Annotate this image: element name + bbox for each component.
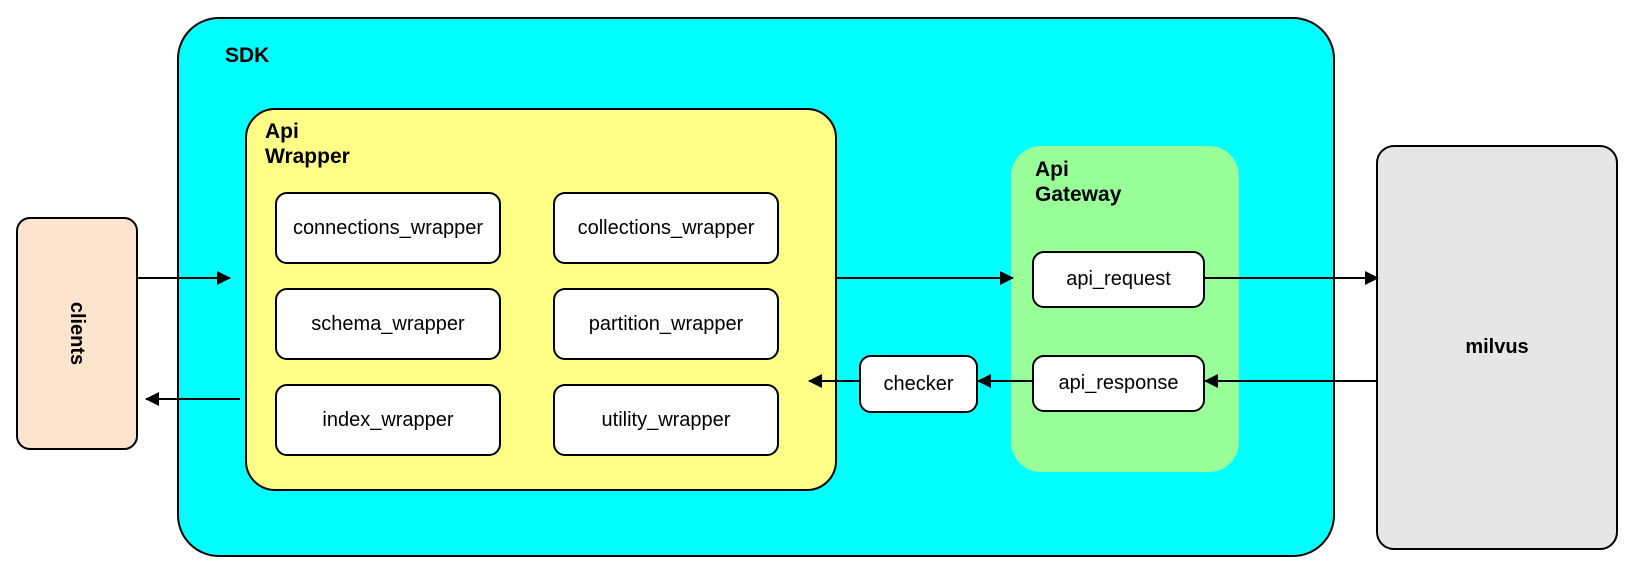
- checker-label: checker: [883, 372, 954, 395]
- edge-milvus-to-api-response: [1204, 374, 1377, 388]
- edge-api-response-to-checker: [977, 374, 1034, 388]
- module-label: collections_wrapper: [577, 216, 755, 239]
- module-api-response[interactable]: api_response: [1032, 355, 1205, 412]
- module-label: index_wrapper: [322, 408, 454, 431]
- milvus-label: milvus: [1465, 336, 1529, 358]
- module-api-request[interactable]: api_request: [1032, 251, 1205, 308]
- edge-api-wrapper-to-api-gateway: [837, 271, 1014, 285]
- edge-api-request-to-milvus: [1205, 271, 1379, 285]
- module-label: utility_wrapper: [601, 408, 731, 431]
- api-gateway-label: Api Gateway: [1035, 158, 1122, 206]
- checker-node[interactable]: checker: [859, 355, 978, 413]
- module-label: connections_wrapper: [292, 216, 484, 239]
- clients-node[interactable]: clients: [16, 217, 138, 450]
- edge-api-wrapper-to-clients: [145, 392, 240, 406]
- module-partition-wrapper[interactable]: partition_wrapper: [553, 288, 779, 360]
- module-label: partition_wrapper: [588, 312, 744, 335]
- module-index-wrapper[interactable]: index_wrapper: [275, 384, 501, 456]
- module-label: api_request: [1066, 268, 1171, 290]
- module-collections-wrapper[interactable]: collections_wrapper: [553, 192, 779, 264]
- module-label: schema_wrapper: [311, 312, 465, 335]
- module-connections-wrapper[interactable]: connections_wrapper: [275, 192, 501, 264]
- milvus-node[interactable]: milvus: [1376, 145, 1618, 550]
- module-utility-wrapper[interactable]: utility_wrapper: [553, 384, 779, 456]
- api-gateway-container[interactable]: Api Gateway: [1011, 146, 1239, 472]
- edge-checker-to-api-wrapper: [808, 374, 861, 388]
- edge-clients-to-api-wrapper: [138, 271, 231, 285]
- module-label: api_response: [1058, 372, 1179, 394]
- module-schema-wrapper[interactable]: schema_wrapper: [275, 288, 501, 360]
- sdk-label: SDK: [225, 44, 270, 67]
- clients-label: clients: [66, 301, 89, 366]
- api-wrapper-label: Api Wrapper: [265, 120, 350, 168]
